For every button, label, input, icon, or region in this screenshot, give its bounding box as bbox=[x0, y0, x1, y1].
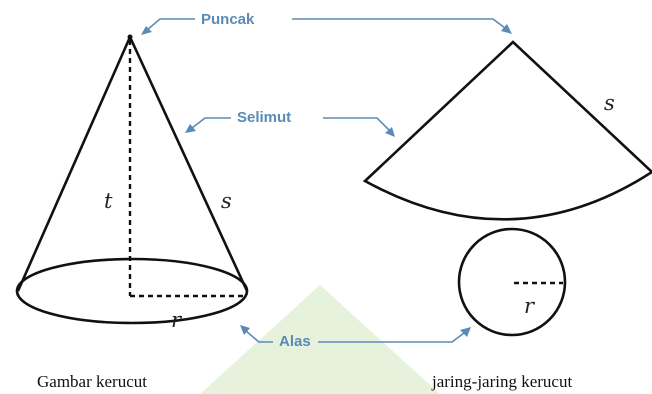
alas-callout: Alas bbox=[240, 325, 471, 350]
selimut-label: Selimut bbox=[237, 109, 291, 126]
puncak-arrow-left bbox=[146, 18, 195, 31]
caption-net: jaring-jaring kerucut bbox=[431, 372, 572, 391]
puncak-callout: Puncak bbox=[141, 11, 512, 35]
puncak-arrow-right bbox=[292, 18, 506, 29]
cone-figure: t s r bbox=[15, 34, 249, 332]
alas-label: Alas bbox=[279, 333, 311, 350]
net-sector bbox=[362, 40, 652, 221]
alas-arrow-right bbox=[318, 332, 465, 343]
watermark-triangle bbox=[200, 285, 440, 394]
alas-arrowhead-right bbox=[460, 327, 471, 337]
cone-radius-label: r bbox=[171, 308, 183, 332]
selimut-callout: Selimut bbox=[185, 109, 395, 137]
net-radius-label: r bbox=[524, 294, 536, 318]
puncak-arrowhead-left bbox=[141, 26, 152, 35]
selimut-arrowhead-left bbox=[185, 124, 196, 133]
cone-left-edge bbox=[16, 36, 132, 292]
net-base-circle bbox=[457, 227, 567, 337]
puncak-label: Puncak bbox=[201, 11, 255, 28]
selimut-arrow-right bbox=[323, 117, 390, 131]
cone-net-figure: s r bbox=[362, 40, 652, 337]
caption-cone: Gambar kerucut bbox=[37, 372, 147, 391]
alas-arrow-left bbox=[245, 330, 273, 343]
selimut-arrowhead-right bbox=[385, 127, 395, 137]
net-slant-label: s bbox=[604, 91, 615, 115]
cone-right-edge bbox=[128, 36, 249, 292]
cone-slant-label: s bbox=[221, 189, 232, 213]
alas-arrowhead-left bbox=[240, 325, 250, 335]
puncak-arrowhead-right bbox=[501, 24, 512, 34]
cone-height-label: t bbox=[104, 189, 113, 213]
cone-base-ellipse bbox=[15, 257, 249, 325]
cone-apex-point bbox=[127, 34, 133, 40]
selimut-arrow-left bbox=[191, 117, 231, 129]
